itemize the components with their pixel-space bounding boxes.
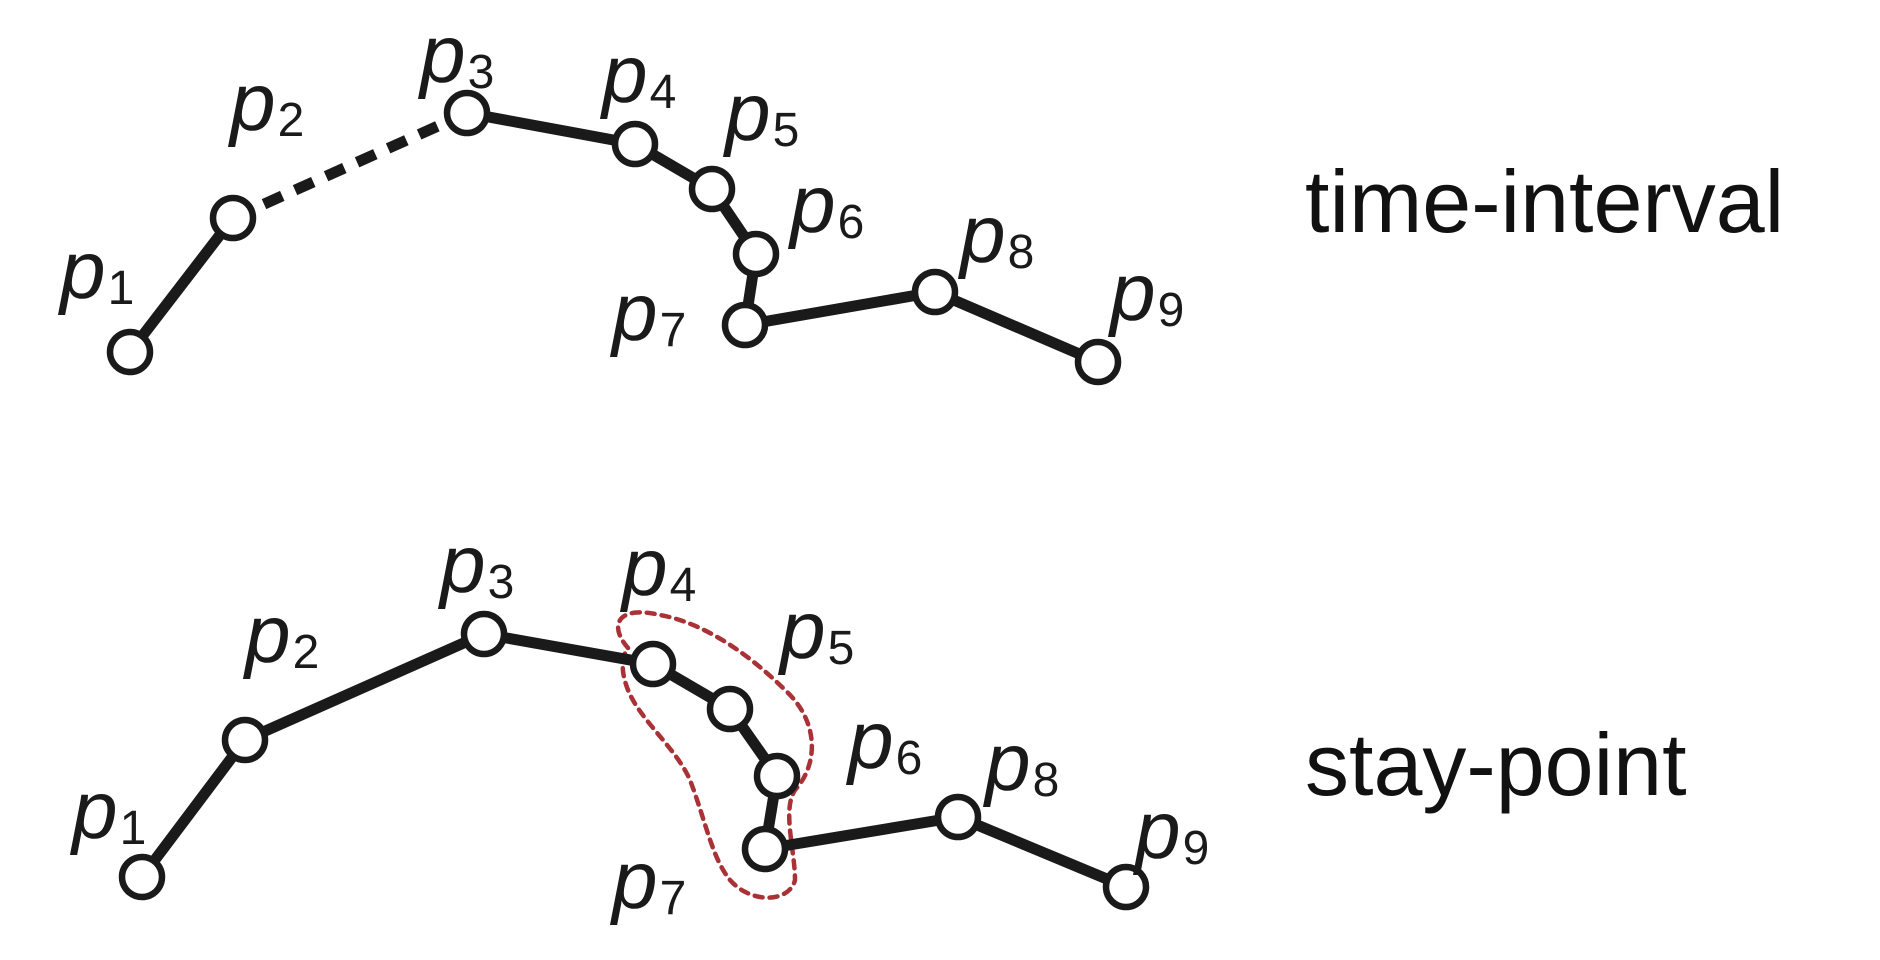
stay-point-node-p9 bbox=[1102, 863, 1150, 911]
time-interval-node-p3 bbox=[443, 89, 491, 137]
time-interval-label-p4: p4 bbox=[599, 29, 676, 120]
time-interval-segment-2-3-dashed bbox=[230, 107, 470, 224]
time-interval-node-p2 bbox=[209, 194, 257, 242]
time-interval-label-p7: p7 bbox=[609, 267, 686, 358]
stay-point-label-p9: p9 bbox=[1132, 785, 1209, 876]
time-interval-label-p5: p5 bbox=[722, 67, 799, 158]
stay-point-label-p7: p7 bbox=[609, 835, 686, 926]
stay-point-node-p4 bbox=[629, 640, 677, 688]
time-interval-segment-7-8 bbox=[739, 286, 941, 331]
time-interval-segment-3-4 bbox=[461, 107, 641, 150]
stay-point-segment-3-4 bbox=[478, 628, 659, 670]
time-interval-label: time-interval bbox=[1305, 152, 1784, 251]
stay-point-node-p8 bbox=[934, 793, 982, 841]
time-interval-label-p3: p3 bbox=[417, 9, 494, 100]
stay-point-segment-1-2 bbox=[136, 734, 251, 883]
time-interval-segment-8-9 bbox=[929, 286, 1104, 368]
time-interval-node-p9 bbox=[1074, 338, 1122, 386]
stay-point-segment-8-9 bbox=[952, 811, 1132, 893]
stay-point-label: stay-point bbox=[1305, 715, 1687, 814]
stay-point-node-p3 bbox=[460, 610, 508, 658]
stay-point-region-outline bbox=[615, 610, 814, 900]
time-interval-node-p1 bbox=[106, 328, 154, 376]
stay-point-node-p2 bbox=[221, 716, 269, 764]
stay-point-label-p8: p8 bbox=[982, 717, 1059, 808]
time-interval-node-p4 bbox=[611, 120, 659, 168]
stay-point-label-p2: p2 bbox=[242, 589, 319, 680]
time-interval-node-p7 bbox=[721, 301, 769, 349]
time-interval-label-p1: p1 bbox=[57, 225, 134, 316]
time-interval-node-p6 bbox=[732, 230, 780, 278]
stay-point-node-p6 bbox=[753, 752, 801, 800]
time-interval-label-p9: p9 bbox=[1107, 247, 1184, 338]
stay-point-label-p1: p1 bbox=[69, 765, 146, 856]
time-interval-label-p2: p2 bbox=[227, 57, 304, 148]
stay-point-panel: p1 p2 p3 p4 p5 p6 p7 p8 p9 stay-point bbox=[69, 519, 1687, 926]
time-interval-nodes bbox=[106, 89, 1122, 386]
time-interval-node-p5 bbox=[688, 165, 736, 213]
time-interval-label-p6: p6 bbox=[787, 159, 864, 250]
time-interval-segment-1-2 bbox=[124, 212, 239, 358]
stay-point-segment-2-3 bbox=[239, 628, 490, 746]
stay-point-nodes bbox=[118, 610, 1150, 911]
stay-point-label-p5: p5 bbox=[777, 585, 854, 676]
stay-point-node-p7 bbox=[741, 825, 789, 873]
stay-point-node-p5 bbox=[706, 685, 754, 733]
time-interval-node-p8 bbox=[911, 268, 959, 316]
stay-point-label-p6: p6 bbox=[845, 695, 922, 786]
stay-point-label-p3: p3 bbox=[437, 519, 514, 610]
stay-point-label-p4: p4 bbox=[619, 522, 696, 613]
stay-point-node-p1 bbox=[118, 853, 166, 901]
stay-point-segment-7-8 bbox=[759, 811, 964, 855]
stay-point-point-labels: p1 p2 p3 p4 p5 p6 p7 p8 p9 bbox=[69, 519, 1209, 926]
time-interval-label-p8: p8 bbox=[957, 189, 1034, 280]
